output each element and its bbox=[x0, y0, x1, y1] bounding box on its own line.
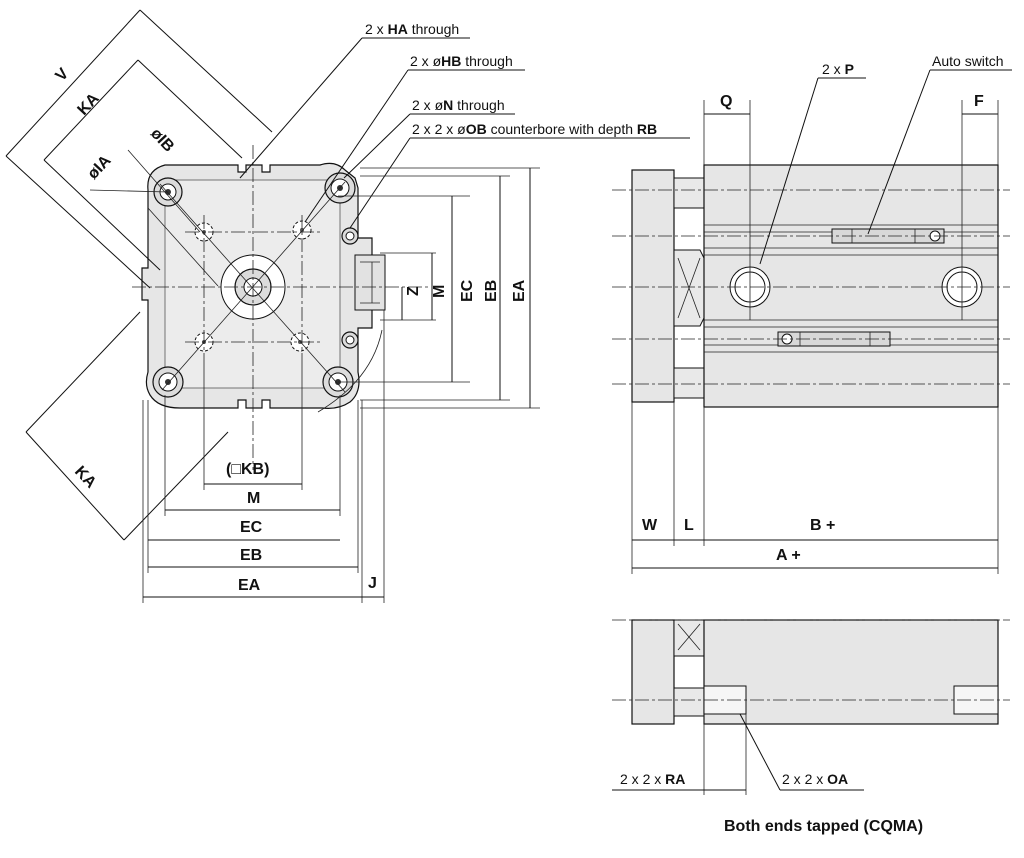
callout-ra: 2 x 2 x RA bbox=[620, 771, 685, 787]
dim-ib: øIB bbox=[147, 125, 177, 155]
dim-eb: EB bbox=[240, 547, 262, 564]
dim-ec: EC bbox=[240, 519, 263, 536]
dim-a: A + bbox=[776, 547, 801, 564]
dim-ea: EA bbox=[238, 577, 261, 594]
bottom-view-body bbox=[703, 619, 999, 725]
side-horizontal-dims bbox=[631, 402, 999, 574]
side-callout-leaders bbox=[703, 69, 1012, 265]
port-block bbox=[354, 254, 386, 311]
callout-auto-switch: Auto switch bbox=[932, 53, 1004, 69]
front-view bbox=[132, 145, 430, 470]
dim-j: J bbox=[368, 575, 377, 592]
front-horizontal-dims bbox=[142, 310, 385, 603]
dim-eb-vertical: EB bbox=[483, 280, 500, 302]
dim-kb: (□KB) bbox=[226, 461, 269, 478]
drawing-caption: Both ends tapped (CQMA) bbox=[724, 818, 924, 835]
dim-ka-bottom: KA bbox=[71, 463, 99, 492]
dim-f: F bbox=[974, 93, 984, 110]
dim-z: Z bbox=[405, 286, 422, 296]
side-view-neck-lower bbox=[673, 367, 705, 399]
callout-leaders bbox=[239, 37, 690, 229]
callout-n: 2 x øN through bbox=[412, 97, 505, 113]
callout-oa: 2 x 2 x OA bbox=[782, 771, 848, 787]
bottom-view-neck bbox=[673, 619, 705, 657]
side-view-plate bbox=[631, 169, 675, 403]
n-hole-upper bbox=[341, 227, 359, 245]
side-view-neck bbox=[673, 177, 705, 209]
dim-ec-vertical: EC bbox=[459, 279, 476, 302]
side-view bbox=[612, 100, 1010, 408]
callout-hb: 2 x øHB through bbox=[410, 53, 513, 69]
callout-p: 2 x P bbox=[822, 61, 854, 77]
callout-ob: 2 x 2 x øOB counterbore with depth RB bbox=[412, 121, 657, 137]
dim-m: M bbox=[247, 490, 260, 507]
rotated-dimensions bbox=[5, 9, 273, 541]
bottom-view-neck-lower bbox=[673, 687, 705, 717]
dim-ka-top: KA bbox=[74, 90, 102, 119]
n-hole-lower bbox=[341, 331, 359, 349]
dim-l: L bbox=[684, 517, 694, 534]
dim-w: W bbox=[642, 517, 658, 534]
dim-q: Q bbox=[720, 93, 732, 110]
dim-ia: øIA bbox=[84, 152, 114, 183]
callout-ha: 2 x HA through bbox=[365, 21, 459, 37]
dim-m-vertical: M bbox=[431, 285, 448, 298]
bottom-view-plate bbox=[631, 619, 675, 725]
dim-ea-vertical: EA bbox=[511, 279, 528, 302]
dim-b: B + bbox=[810, 517, 835, 534]
dim-v: V bbox=[52, 65, 72, 85]
bottom-view bbox=[612, 619, 1010, 795]
front-vertical-dims bbox=[338, 167, 540, 409]
